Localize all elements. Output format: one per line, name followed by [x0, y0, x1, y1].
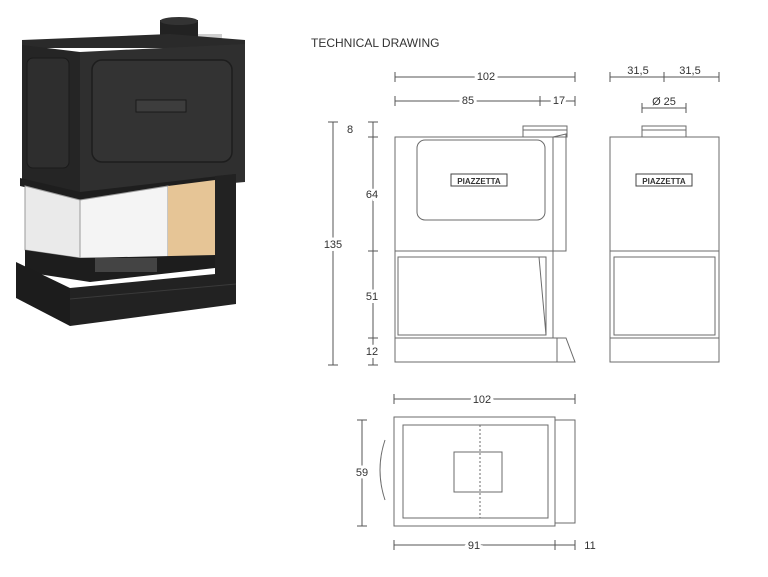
top-outer — [393, 416, 556, 527]
dim-base: 12 — [366, 346, 378, 358]
top-curve — [379, 439, 386, 501]
dim-half-right: 31,5 — [679, 65, 700, 77]
front-logo-plate — [450, 173, 508, 187]
dim-total-height: 135 — [324, 239, 342, 251]
flue-top — [160, 17, 198, 25]
front-base — [394, 337, 558, 363]
side-logo-plate — [635, 173, 693, 187]
firebrick-wall — [168, 180, 215, 258]
front-glass — [397, 256, 547, 336]
front-view — [394, 125, 576, 363]
front-side-depth — [552, 133, 567, 252]
top-ash-grate — [453, 451, 503, 493]
top-inner — [402, 424, 549, 519]
base-front — [70, 272, 236, 326]
side-view — [609, 125, 720, 363]
band-left — [20, 178, 80, 200]
page-title: TECHNICAL DRAWING — [311, 36, 440, 50]
front-logo-text: PIAZZETTA — [457, 177, 501, 186]
front-logo-panel — [416, 139, 546, 221]
dimension-labels: 102 85 17 31,5 31,5 Ø 25 8 64 135 51 12 … — [321, 65, 701, 555]
side-glass — [613, 256, 716, 336]
dim-side-width: 17 — [553, 95, 565, 107]
dim-upper: 64 — [366, 189, 378, 201]
base-line — [69, 283, 237, 300]
side-flue — [641, 125, 687, 138]
dim-top-depth: 59 — [356, 467, 368, 479]
top-side-panel — [554, 419, 576, 524]
front-glass-frame — [394, 250, 554, 339]
side-upper-body — [609, 136, 720, 252]
side-logo: PIAZZETTA — [635, 173, 693, 187]
dim-glass: 51 — [366, 291, 378, 303]
dim-half-left: 31,5 — [627, 65, 648, 77]
ash-grate — [95, 258, 157, 272]
side-base — [609, 337, 720, 363]
left-panel-inset — [26, 57, 70, 169]
front-logo: PIAZZETTA — [450, 173, 508, 187]
front-upper-body — [394, 136, 554, 252]
dim-top-width: 102 — [473, 394, 491, 406]
side-glass-frame — [609, 250, 720, 339]
stove-right-panel — [215, 174, 236, 292]
base-left — [16, 262, 70, 326]
fireplace-photo — [16, 17, 245, 326]
top-view — [379, 416, 576, 527]
side-logo-text: PIAZZETTA — [642, 177, 686, 186]
front-base-side — [556, 337, 576, 363]
dim-top-offset: 11 — [584, 540, 595, 552]
photo-logo-plate — [135, 99, 187, 113]
dim-body-width: 85 — [462, 95, 474, 107]
dimension-lines — [328, 72, 720, 550]
dim-top-inner: 91 — [468, 540, 480, 552]
dim-total-width: 102 — [477, 71, 495, 83]
stove-top — [22, 34, 245, 48]
dim-top: 8 — [347, 124, 353, 136]
dim-flue: Ø 25 — [652, 96, 676, 108]
